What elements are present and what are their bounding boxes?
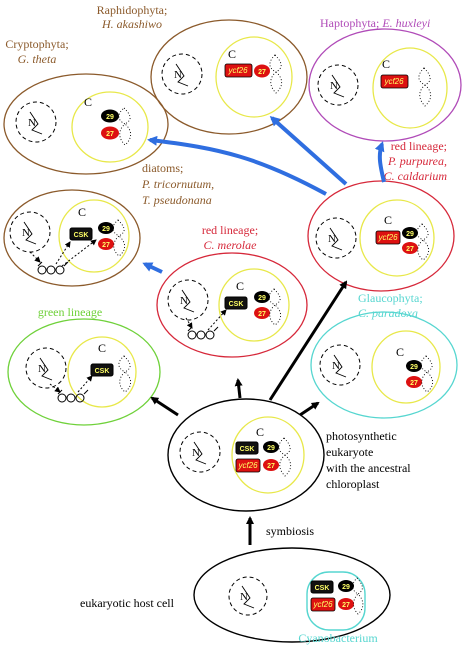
diatoms-label: diatoms;: [142, 161, 183, 175]
host-cell: N: [193, 547, 391, 643]
cyanobacterium-cell: CSK ycf26 29 27: [306, 571, 366, 631]
red-lineage-mid-species: C. merolae: [204, 238, 258, 252]
gene-27: 27: [258, 311, 266, 318]
diatoms-cell: N C CSK 29 27: [3, 189, 141, 287]
haptophyta-label: Haptophyta; E. huxleyi: [320, 16, 430, 30]
ancestor-label-3: with the ancestral: [326, 461, 411, 475]
gene-27: 27: [106, 131, 114, 138]
chloroplast-label: C: [384, 213, 392, 227]
glaucophyta-cell: N C 29 27: [310, 311, 458, 419]
red-lineage-top-species-2: C. caldarium: [384, 169, 448, 183]
red-lineage-top-label: red lineage;: [391, 139, 447, 153]
blue-arrow-to-raphidophyta: [269, 116, 348, 186]
ycf26-gene: ycf26: [227, 66, 248, 75]
ancestor-label-2: eukaryote: [326, 445, 373, 459]
gene-27: 27: [267, 463, 275, 470]
nucleus-label: N: [240, 591, 248, 603]
gene-29: 29: [267, 445, 275, 452]
nucleus-label: N: [38, 363, 46, 375]
arrow-to-glaucophyta: [299, 401, 320, 417]
ycf26-gene: ycf26: [383, 77, 404, 86]
host-label: eukaryotic host cell: [80, 596, 175, 610]
red-lineage-mid-label: red lineage;: [202, 223, 258, 237]
chloroplast-label: C: [236, 279, 244, 293]
nucleus-label: N: [174, 69, 182, 81]
haptophyta-cell: N C ycf26: [308, 28, 462, 142]
green-lineage-cell: N C CSK: [7, 318, 161, 426]
chloroplast-label: C: [78, 205, 86, 219]
nucleus-label: N: [180, 295, 188, 307]
chloroplast-label: C: [382, 57, 390, 71]
ycf26-gene: ycf26: [237, 461, 258, 470]
gene-29: 29: [258, 295, 266, 302]
gene-27: 27: [406, 246, 414, 253]
nucleus-label: N: [330, 80, 338, 92]
cryptophyta-species: G. theta: [18, 52, 57, 66]
signal-complex: [187, 326, 219, 340]
ancestral-eukaryote-cell: N C CSK ycf26 29 27: [167, 398, 325, 512]
signal-complex: [57, 389, 89, 403]
raphidophyta-species: H. akashiwo: [101, 17, 162, 31]
csk-gene: CSK: [95, 368, 110, 375]
green-lineage-label: green lineage: [38, 305, 102, 319]
chloroplast-label: C: [228, 47, 236, 61]
nucleus-label: N: [22, 227, 30, 239]
gene-27: 27: [102, 242, 110, 249]
arrow-to-red-porphyra: [268, 280, 348, 401]
gene-27: 27: [410, 380, 418, 387]
cryptophyta-label: Cryptophyta;: [5, 37, 68, 51]
csk-gene: CSK: [240, 446, 255, 453]
gene-29: 29: [406, 231, 414, 238]
csk-gene: CSK: [229, 301, 244, 308]
gene-27: 27: [258, 69, 266, 76]
diatoms-species-1: P. tricornutum,: [141, 177, 214, 191]
gene-29: 29: [102, 226, 110, 233]
csk-gene: CSK: [74, 232, 89, 239]
gene-29: 29: [106, 114, 114, 121]
diatoms-species-2: T. pseudonana: [142, 193, 212, 207]
chloroplast-label: C: [84, 95, 92, 109]
nucleus-label: N: [192, 447, 200, 459]
glaucophyta-species: C. paradoxa: [358, 306, 418, 320]
signal-complex: [37, 261, 69, 275]
ycf26-gene: ycf26: [312, 600, 333, 609]
blue-arrow-to-diatoms: [142, 262, 163, 274]
csk-gene: CSK: [315, 585, 330, 592]
nucleus-label: N: [28, 117, 36, 129]
symbiosis-label: symbiosis: [266, 524, 314, 538]
chloroplast-label: C: [98, 341, 106, 355]
blue-arrow-to-haptophyta: [374, 141, 386, 183]
gene-29: 29: [342, 584, 350, 591]
ancestor-label-1: photosynthetic: [326, 429, 397, 443]
cryptophyta-cell: N C 29 27: [3, 73, 169, 175]
chloroplast-label: C: [256, 425, 264, 439]
chloroplast-label: C: [396, 345, 404, 359]
glaucophyta-label: Glaucophyta;: [358, 291, 423, 305]
cyanobacterium-label: Cyanobacterium: [298, 631, 378, 645]
nucleus-label: N: [332, 360, 340, 372]
arrow-to-green-lineage: [150, 396, 179, 417]
gene-27: 27: [342, 602, 350, 609]
gene-29: 29: [410, 364, 418, 371]
red-lineage-porphyra-cell: N C ycf26 29 27: [307, 180, 455, 292]
ancestor-label-4: chloroplast: [326, 477, 380, 491]
ycf26-gene: ycf26: [377, 233, 398, 242]
raphidophyta-cell: N C ycf26 27: [150, 19, 308, 135]
red-lineage-top-species-1: P. purpurea,: [387, 154, 447, 168]
arrow-to-red-merolae: [234, 378, 243, 399]
nucleus-label: N: [328, 233, 336, 245]
red-lineage-cyanidioschyzon-cell: N C CSK 29 27: [156, 252, 308, 358]
raphidophyta-label: Raphidophyta;: [97, 3, 168, 17]
blue-arrow-to-cryptophyta: [147, 135, 327, 196]
